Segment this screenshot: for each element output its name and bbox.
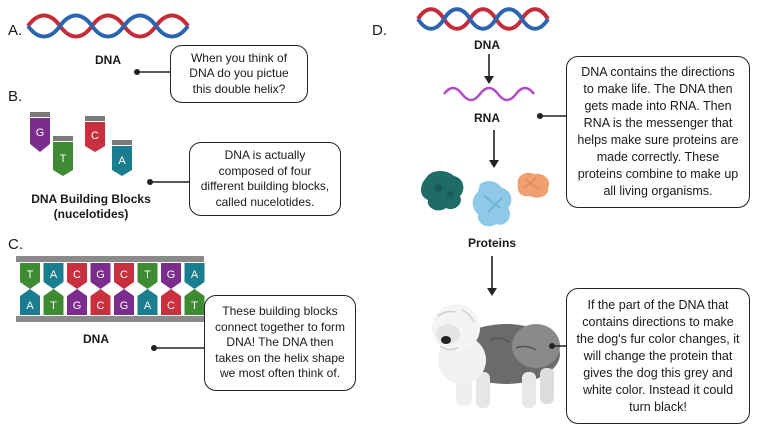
section-a-bubble: When you think of DNA do you pictue this… xyxy=(170,45,308,103)
ladder-bottom-letter: A xyxy=(144,300,152,312)
ladder-bottom-letter: T xyxy=(50,300,57,312)
protein-orange-icon xyxy=(517,172,550,198)
section-d-top-bubble: DNA contains the directions to make life… xyxy=(566,56,750,208)
nucleotide-t-icon: T xyxy=(53,136,73,176)
nucleotide-c-icon: C xyxy=(85,116,105,152)
ladder-top-block xyxy=(20,263,40,289)
ladder-top-block xyxy=(137,263,158,289)
section-b-letter: B. xyxy=(8,88,23,105)
section-d-dna-label: DNA xyxy=(474,38,500,52)
ladder-bottom-block xyxy=(114,289,134,315)
section-c-connector xyxy=(151,345,208,351)
arrow-down-icon xyxy=(484,54,494,84)
ladder-top-letter: A xyxy=(50,269,58,281)
ladder-bottom-block xyxy=(43,289,64,315)
arrow-down-icon xyxy=(487,256,497,296)
ladder-top-block xyxy=(114,263,134,289)
ladder-top-letter: C xyxy=(120,269,128,281)
double-helix-icon xyxy=(416,7,550,31)
ladder-top-rail xyxy=(16,256,204,262)
ladder-top-letter: G xyxy=(167,269,176,281)
ladder-top-letter: T xyxy=(27,269,34,281)
section-d-bottom-bubble: If the part of the DNA that contains dir… xyxy=(566,288,750,424)
section-c-bubble: These building blocks connect together t… xyxy=(204,295,356,391)
dog-illustration xyxy=(432,304,560,408)
dna-ladder-diagram: T A C G C T G A A T G C G A C T xyxy=(16,256,205,322)
section-d-proteins-label: Proteins xyxy=(467,236,516,250)
ladder-bottom-block xyxy=(161,289,181,315)
section-d-letter: D. xyxy=(372,22,387,39)
ladder-bottom-letter: G xyxy=(73,300,82,312)
ladder-bottom-block xyxy=(90,289,111,315)
ladder-bottom-letter: C xyxy=(167,300,175,312)
arrow-down-icon xyxy=(489,130,499,168)
section-d-rna-label: RNA xyxy=(474,111,500,125)
svg-text:T: T xyxy=(60,153,67,165)
section-a-dna-label: DNA xyxy=(95,53,121,67)
section-c-letter: C. xyxy=(8,236,23,253)
nucleotide-g-icon: G xyxy=(30,112,50,152)
ladder-top-letter: T xyxy=(144,269,151,281)
ladder-bottom-block xyxy=(137,289,158,315)
section-b-connector xyxy=(147,179,190,185)
nucleotide-a-icon: A xyxy=(112,140,132,176)
ladder-top-block xyxy=(43,263,64,289)
svg-text:C: C xyxy=(91,130,99,142)
section-a-connector xyxy=(134,69,171,75)
protein-blue-icon xyxy=(472,181,512,227)
ladder-bottom-rail xyxy=(16,316,204,322)
ladder-bottom-letter: T xyxy=(191,300,198,312)
section-b-bubble: DNA is actually composed of four differe… xyxy=(189,142,341,216)
ladder-bottom-letter: G xyxy=(120,300,129,312)
ladder-bottom-block xyxy=(184,289,205,315)
nucleotides-group: G T C A xyxy=(30,112,132,176)
ladder-bottom-block xyxy=(20,289,40,315)
ladder-top-letter: C xyxy=(73,269,81,281)
svg-text:G: G xyxy=(36,127,45,139)
ladder-bottom-letter: C xyxy=(97,300,105,312)
ladder-top-block xyxy=(161,263,181,289)
section-c-dna-label: DNA xyxy=(83,332,109,346)
ladder-top-letter: A xyxy=(191,269,199,281)
ladder-bottom-block xyxy=(67,289,87,315)
ladder-top-block xyxy=(184,263,205,289)
svg-text:A: A xyxy=(118,155,126,167)
protein-teal-icon xyxy=(421,171,464,211)
rna-strand-icon xyxy=(443,86,535,102)
ladder-top-block xyxy=(90,263,111,289)
section-b-blocks-label: DNA Building Blocks (nucelotides) xyxy=(31,192,151,221)
double-helix-icon xyxy=(26,13,190,39)
section-a-letter: A. xyxy=(8,22,23,39)
ladder-top-letter: G xyxy=(96,269,105,281)
section-d-top-connector xyxy=(537,113,568,119)
ladder-bottom-letter: A xyxy=(26,300,34,312)
ladder-top-block xyxy=(67,263,87,289)
